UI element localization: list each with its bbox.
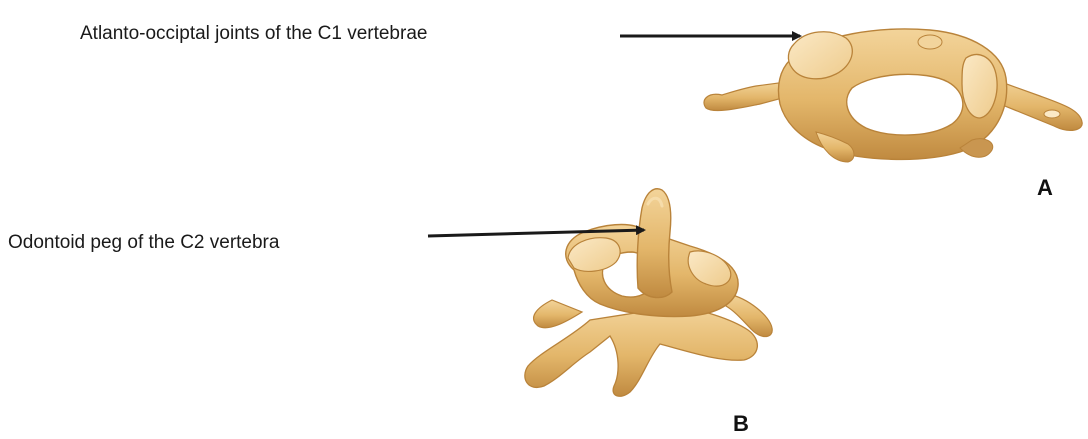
figure-letter-b: B (733, 413, 749, 435)
c2-axis-vertebra (525, 189, 772, 396)
figure-letter-a: A (1037, 177, 1053, 199)
c1-joints-label: Atlanto-occiptal joints of the C1 verteb… (80, 24, 427, 43)
c2-peg-label: Odontoid peg of the C2 vertebra (8, 233, 279, 252)
c1-atlas-vertebra (704, 29, 1082, 162)
